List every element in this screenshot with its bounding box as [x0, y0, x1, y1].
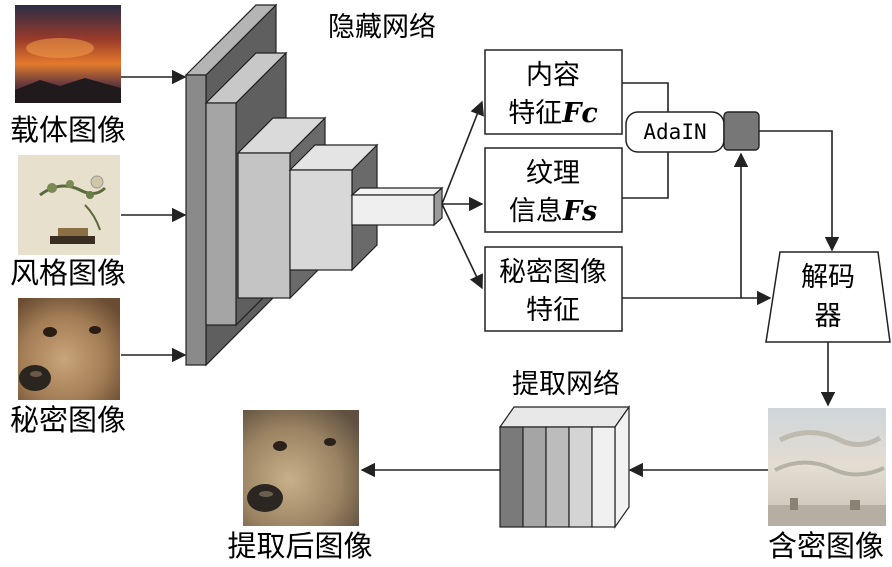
texture-to-adain-line: [622, 152, 669, 199]
secret-feature-box: 秘密图像 特征: [484, 246, 623, 332]
adain-to-decoder-arrow: [759, 130, 840, 252]
secret-image: [18, 298, 120, 400]
content-to-adain-line: [622, 82, 669, 112]
to-secret-feature-arrow: [441, 203, 483, 290]
adain-block: AdaIN: [625, 111, 725, 153]
adain-output-square: [723, 111, 760, 151]
decoder-block: 解码 器: [765, 251, 891, 343]
extraction-network: [498, 405, 631, 529]
secret-feature-line1: 秘密图像: [499, 257, 607, 288]
texture-feature-line2: 信息Fs: [509, 196, 597, 227]
extraction-network-title: 提取网络: [512, 369, 620, 400]
recovered-image: [243, 410, 359, 526]
secret-image-label: 秘密图像: [10, 403, 126, 437]
style-image: [18, 155, 120, 255]
hiding-network: [184, 3, 444, 367]
style-image-label: 风格图像: [10, 256, 126, 290]
cover-image-label: 载体图像: [10, 113, 126, 147]
stego-image-label: 含密图像: [768, 529, 884, 563]
to-content-arrow: [441, 100, 484, 205]
cover-image: [15, 5, 121, 103]
decoder-line1: 解码: [801, 262, 855, 293]
texture-feature-box: 纹理 信息Fs: [484, 147, 623, 233]
recovered-image-label: 提取后图像: [227, 529, 372, 563]
content-feature-box: 内容 特征Fc: [484, 49, 623, 135]
stego-image: [768, 408, 886, 526]
content-feature-line1: 内容: [526, 60, 580, 91]
decoder-line2: 器: [815, 301, 842, 332]
adain-label: AdaIN: [643, 120, 706, 144]
hiding-network-title: 隐藏网络: [328, 12, 436, 43]
secret-feature-line2: 特征: [526, 295, 580, 326]
content-feature-line2: 特征Fc: [508, 98, 598, 129]
texture-feature-line1: 纹理: [526, 158, 580, 189]
